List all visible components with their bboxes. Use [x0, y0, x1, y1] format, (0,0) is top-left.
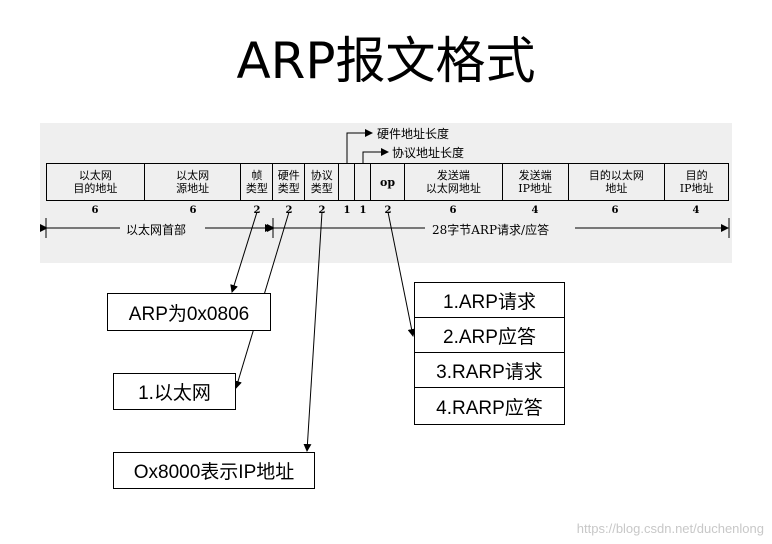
op-values-list: 1.ARP请求 2.ARP应答 3.RARP请求 4.RARP应答	[414, 282, 565, 425]
packet-format-figure	[40, 123, 732, 263]
field-target-ip-addr: 目的 IP地址	[679, 169, 714, 195]
protocol-type-note: Ox8000表示IP地址	[113, 452, 315, 489]
watermark: https://blog.csdn.net/duchenlong	[576, 521, 764, 536]
field-size: 4	[692, 205, 700, 216]
field-size: 1	[359, 205, 367, 216]
field-size: 2	[384, 205, 392, 216]
field-protocol-type: 协议 类型	[305, 164, 340, 200]
field-sender-ip-addr: 发送端 IP地址	[503, 164, 569, 200]
packet-field-row: 以太网 目的地址 以太网 源地址 帧 类型 硬件 类型 协议 类型 op 发送端…	[46, 163, 729, 201]
frame-type-note: ARP为0x0806	[107, 293, 271, 331]
op-value-item: 3.RARP请求	[415, 353, 564, 388]
field-size: 2	[253, 205, 261, 216]
field-size: 6	[189, 205, 197, 216]
field-sender-ethernet-addr: 发送端 以太网地址	[405, 164, 503, 200]
ethernet-header-span-label: 以太网首部	[124, 221, 189, 238]
arp-body-span-label: 28字节ARP请求/应答	[430, 221, 552, 238]
op-value-item: 4.RARP应答	[436, 397, 543, 419]
field-size: 1	[343, 205, 351, 216]
field-proto-addr-len	[355, 164, 372, 200]
field-size: 2	[285, 205, 293, 216]
proto-addr-len-annotation: 协议地址长度	[392, 146, 465, 160]
field-size: 6	[91, 205, 99, 216]
field-size: 6	[449, 205, 457, 216]
field-size: 2	[318, 205, 326, 216]
field-size: 4	[531, 205, 539, 216]
field-hardware-type: 硬件 类型	[273, 164, 306, 200]
field-ethernet-src-addr: 以太网 源地址	[145, 164, 242, 200]
field-op: op	[371, 164, 405, 200]
op-value-item: 1.ARP请求	[415, 283, 564, 318]
field-frame-type: 帧 类型	[241, 164, 274, 200]
page-title: ARP报文格式	[236, 32, 536, 90]
op-value-item: 2.ARP应答	[415, 318, 564, 353]
field-target-ethernet-addr: 目的以太网 地址	[569, 164, 666, 200]
hw-addr-len-annotation: 硬件地址长度	[377, 127, 450, 141]
field-size: 6	[611, 205, 619, 216]
hardware-type-note: 1.以太网	[113, 373, 236, 410]
field-hw-addr-len	[339, 164, 356, 200]
field-ethernet-dest-addr: 以太网 目的地址	[47, 164, 145, 200]
